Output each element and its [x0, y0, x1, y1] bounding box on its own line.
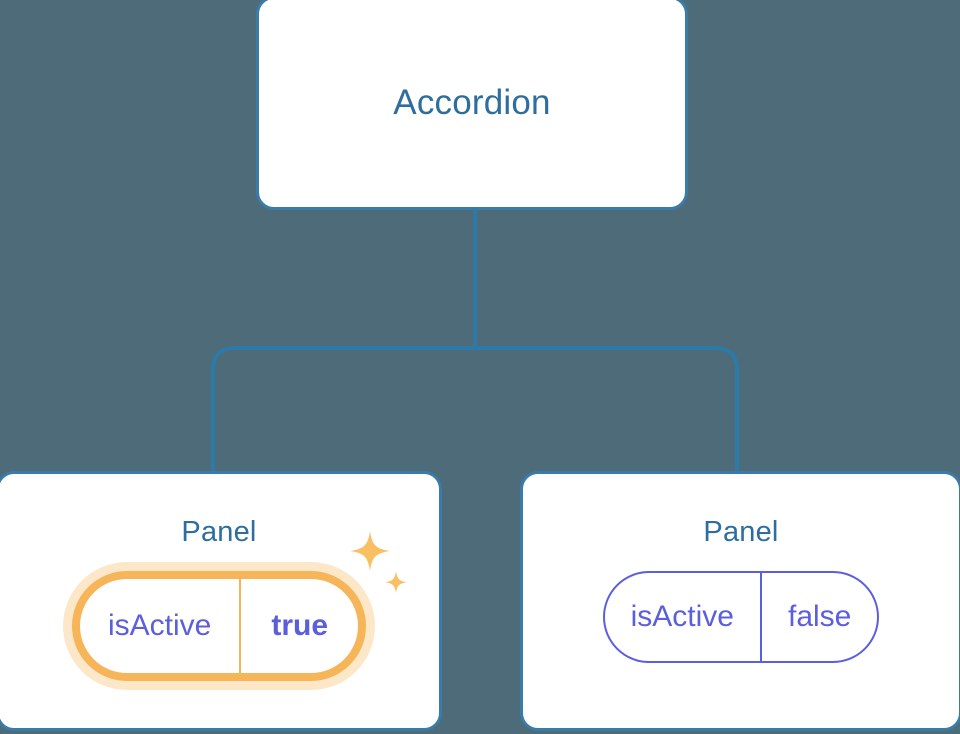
prop-key-label: isActive	[630, 600, 734, 633]
node-panel-active-title: Panel	[181, 516, 257, 548]
prop-value-label: false	[759, 573, 877, 661]
node-accordion[interactable]: Accordion	[256, 0, 688, 210]
sparkle-group	[348, 527, 412, 601]
node-accordion-title: Accordion	[393, 83, 551, 122]
prop-pill-isactive-true[interactable]: isActive true	[71, 571, 367, 681]
sparkle-small-icon	[385, 571, 408, 593]
prop-pill-wrapper-inactive: isActive false	[602, 571, 880, 663]
node-panel-inactive-title: Panel	[703, 516, 779, 548]
connector-branch-bus	[211, 346, 739, 471]
prop-pill-isactive-false[interactable]: isActive false	[602, 571, 880, 663]
sparkle-icon	[350, 531, 391, 571]
prop-pill-wrapper-active: isActive true	[71, 531, 408, 681]
node-panel-active[interactable]: Panel isActive true	[0, 471, 442, 731]
prop-value-label: true	[239, 579, 358, 673]
prop-key-label: isActive	[107, 609, 212, 642]
node-panel-inactive[interactable]: Panel isActive false	[520, 471, 960, 731]
